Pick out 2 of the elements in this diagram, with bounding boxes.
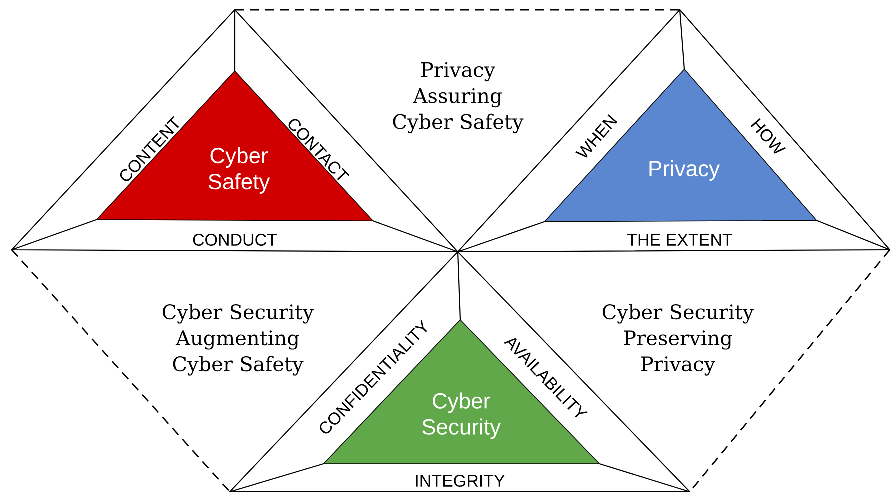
dashed-triangle: Cyber Security Preserving Privacy [602, 250, 891, 492]
dashed-triangle: Cyber Security Augmenting Cyber Safety [11, 250, 314, 492]
